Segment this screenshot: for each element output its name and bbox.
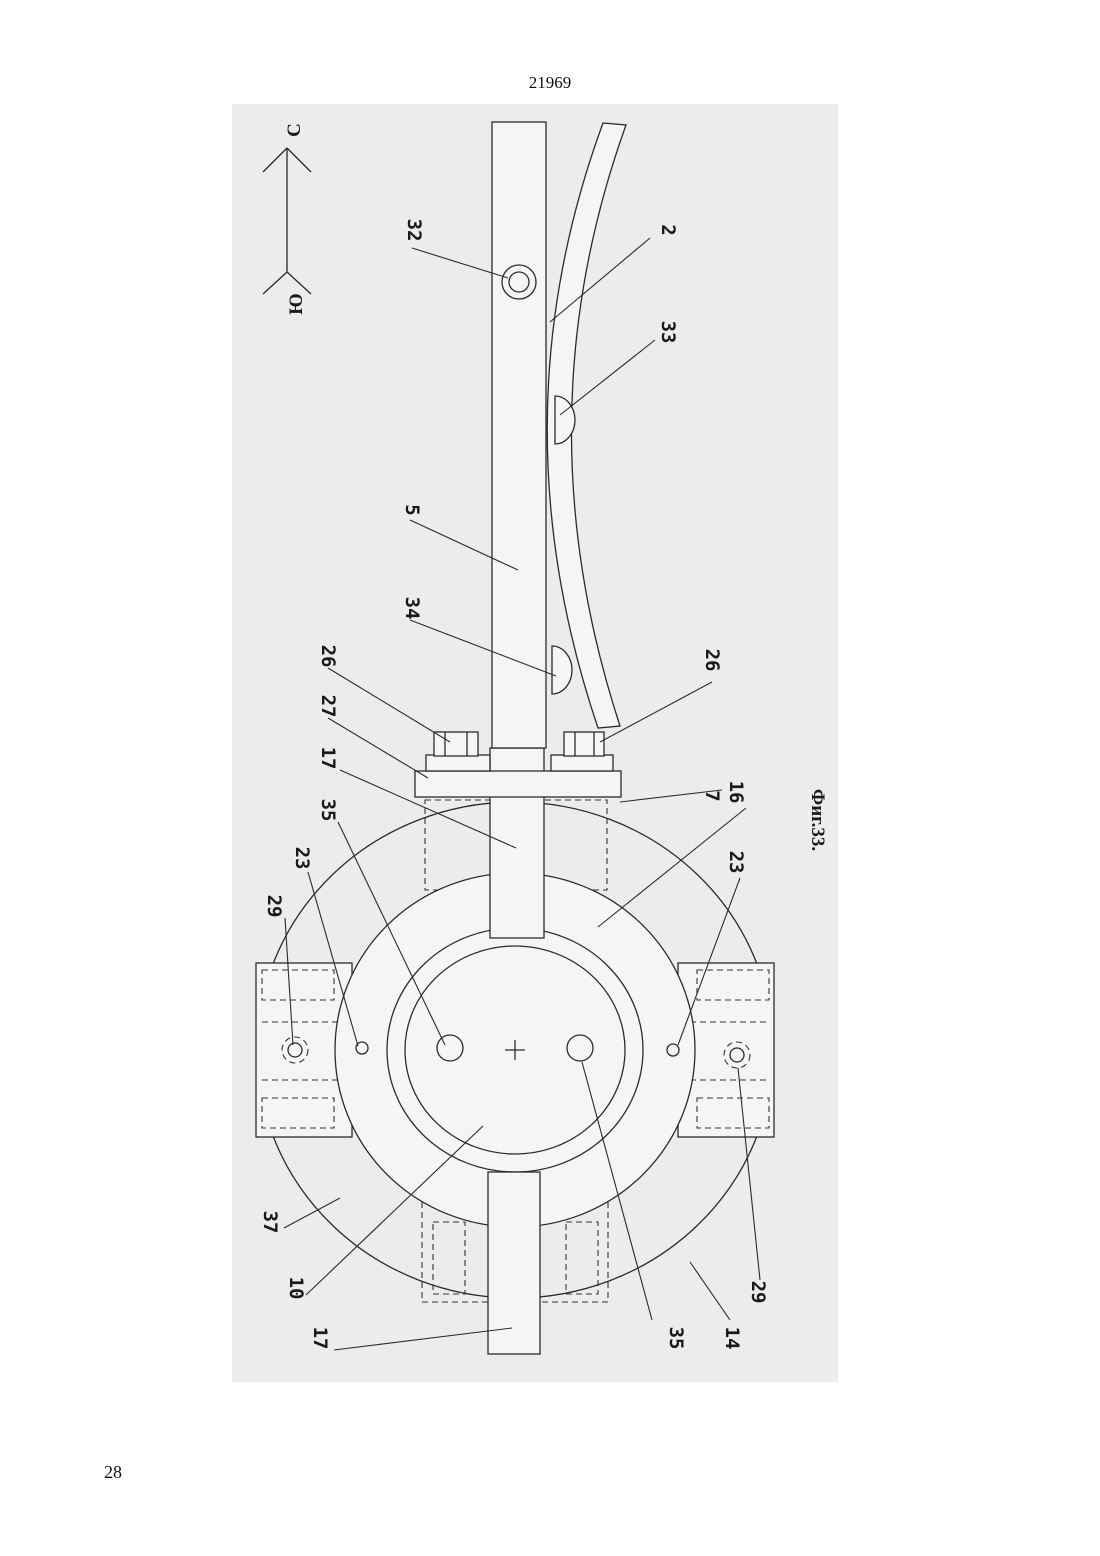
label-23-upper: 23 bbox=[291, 847, 313, 870]
label-2: 2 bbox=[657, 224, 679, 235]
label-10: 10 bbox=[285, 1277, 307, 1300]
label-14: 14 bbox=[721, 1327, 743, 1350]
nut-26-left bbox=[434, 732, 478, 756]
compass-south-label: Ю bbox=[286, 293, 307, 314]
label-7: 7 bbox=[701, 790, 723, 801]
compass bbox=[263, 148, 311, 294]
label-32: 32 bbox=[403, 219, 425, 242]
label-29-lower: 29 bbox=[747, 1281, 769, 1304]
washer-left bbox=[426, 755, 490, 771]
nut-26-right bbox=[564, 732, 604, 756]
label-17-upper: 17 bbox=[317, 747, 339, 770]
bar-17-lower bbox=[488, 1172, 540, 1354]
label-26-right: 26 bbox=[701, 649, 723, 672]
label-17-lower: 17 bbox=[309, 1327, 331, 1350]
label-35-lower: 35 bbox=[665, 1327, 687, 1350]
hole-35-bottom bbox=[567, 1035, 593, 1061]
plate-27 bbox=[415, 771, 621, 797]
label-34: 34 bbox=[401, 597, 423, 620]
label-33: 33 bbox=[657, 321, 679, 344]
figure-caption: Фиг.33. bbox=[807, 789, 828, 851]
label-35-upper: 35 bbox=[317, 799, 339, 822]
hole-35-top bbox=[437, 1035, 463, 1061]
label-27: 27 bbox=[317, 695, 339, 718]
compass-north-label: С bbox=[284, 123, 305, 137]
page-number: 28 bbox=[104, 1462, 122, 1483]
label-26-left: 26 bbox=[317, 645, 339, 668]
label-29-upper: 29 bbox=[263, 895, 285, 918]
label-23-lower: 23 bbox=[725, 851, 747, 874]
label-37: 37 bbox=[259, 1211, 281, 1234]
stop-34 bbox=[552, 646, 572, 694]
label-16: 16 bbox=[725, 781, 747, 804]
pin-32-outer bbox=[502, 265, 536, 299]
washer-right bbox=[551, 755, 613, 771]
label-5: 5 bbox=[401, 504, 423, 515]
